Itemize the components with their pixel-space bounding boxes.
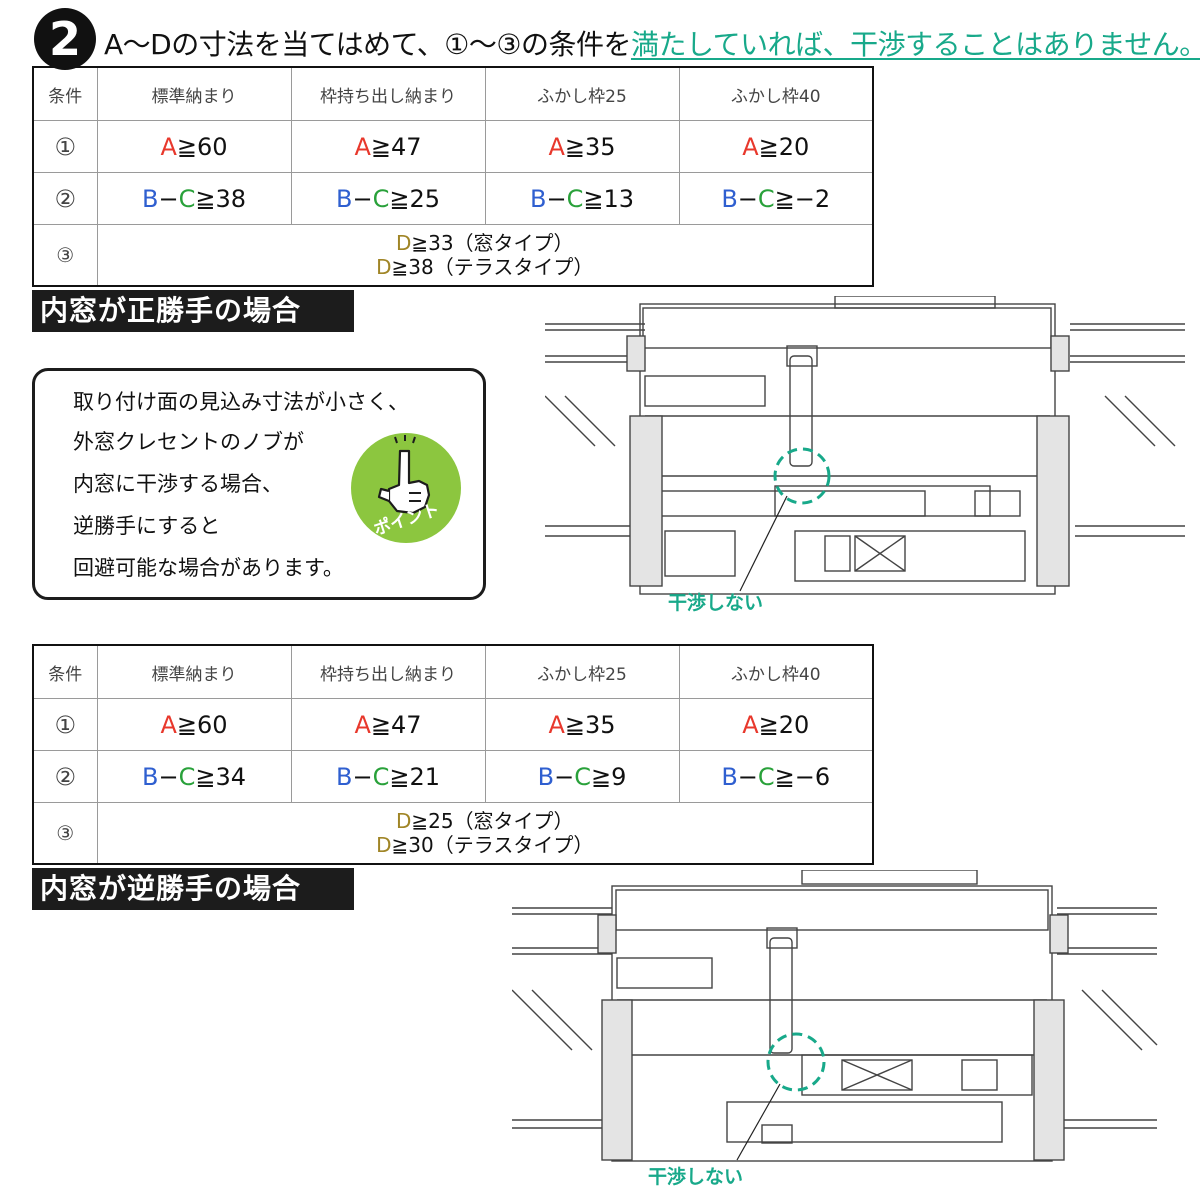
- condition-cell: A≧60: [96, 698, 292, 751]
- row-label: ①: [32, 120, 98, 173]
- header-cell: ふかし枠25: [484, 644, 680, 699]
- condition-cell: A≧47: [290, 698, 486, 751]
- headline-highlight: 満たしていれば、干渉することはありません。: [630, 28, 1200, 61]
- condition-cell: A≧20: [678, 698, 874, 751]
- header-cell: 標準納まり: [96, 66, 292, 121]
- row-label: ②: [32, 172, 98, 225]
- condition-cell: B−C≧34: [96, 750, 292, 803]
- condition-cell: B−C≧13: [484, 172, 680, 225]
- section-diagram-reverse: [512, 870, 1158, 1162]
- header-cell: 枠持ち出し納まり: [290, 644, 486, 699]
- step-number-circle: 2: [34, 8, 96, 70]
- no-interference-marker: [766, 1032, 826, 1092]
- headline-prefix: A〜Dの寸法を当てはめて、①〜③の条件を: [104, 28, 631, 61]
- header-cell: 枠持ち出し納まり: [290, 66, 486, 121]
- table-header-row: 条件 標準納まり 枠持ち出し納まり ふかし枠25 ふかし枠40: [32, 66, 874, 121]
- header-cell: ふかし枠40: [678, 644, 874, 699]
- condition-cell: B−C≧−2: [678, 172, 874, 225]
- header-cell: ふかし枠40: [678, 66, 874, 121]
- point-text: 回避可能な場合があります。: [73, 556, 344, 580]
- condition-cell-d: D≧25（窓タイプ）D≧30（テラスタイプ）: [96, 802, 874, 865]
- condition-cell: B−C≧25: [290, 172, 486, 225]
- condition-cell-d: D≧33（窓タイプ）D≧38（テラスタイプ）: [96, 224, 874, 287]
- headline: A〜Dの寸法を当てはめて、①〜③の条件を満たしていれば、干渉することはありません…: [104, 26, 1200, 64]
- point-text: 外窓クレセントのノブが: [73, 430, 304, 454]
- condition-cell: B−C≧9: [484, 750, 680, 803]
- no-interference-label: 干渉しない: [648, 1166, 744, 1188]
- header-cell: 条件: [32, 66, 98, 121]
- header-cell: ふかし枠25: [484, 66, 680, 121]
- condition-cell: A≧20: [678, 120, 874, 173]
- condition-cell: B−C≧−6: [678, 750, 874, 803]
- condition-cell: A≧35: [484, 120, 680, 173]
- condition-table-1: 条件 標準納まり 枠持ち出し納まり ふかし枠25 ふかし枠40 ① A≧60 A…: [32, 66, 874, 287]
- section-title-normal: 内窓が正勝手の場合: [32, 290, 354, 332]
- header-cell: 標準納まり: [96, 644, 292, 699]
- table-row: ① A≧60 A≧47 A≧35 A≧20: [32, 120, 874, 173]
- condition-cell: A≧35: [484, 698, 680, 751]
- row-label: ③: [32, 802, 98, 865]
- no-interference-marker: [773, 447, 831, 505]
- table-row: ② B−C≧34 B−C≧21 B−C≧9 B−C≧−6: [32, 750, 874, 803]
- point-text: 取り付け面の見込み寸法が小さく、: [73, 390, 409, 414]
- condition-table-2: 条件 標準納まり 枠持ち出し納まり ふかし枠25 ふかし枠40 ① A≧60 A…: [32, 644, 874, 865]
- point-callout: 取り付け面の見込み寸法が小さく、 外窓クレセントのノブが 内窓に干渉する場合、 …: [32, 368, 486, 600]
- section-diagram-normal: [545, 296, 1185, 595]
- condition-cell: A≧60: [96, 120, 292, 173]
- table-header-row: 条件 標準納まり 枠持ち出し納まり ふかし枠25 ふかし枠40: [32, 644, 874, 699]
- point-text: 内窓に干渉する場合、: [73, 472, 283, 496]
- row-label: ③: [32, 224, 98, 287]
- table-row: ③ D≧25（窓タイプ）D≧30（テラスタイプ）: [32, 802, 874, 865]
- pointing-hand-icon: [377, 435, 431, 515]
- section-title-reverse: 内窓が逆勝手の場合: [32, 868, 354, 910]
- condition-cell: A≧47: [290, 120, 486, 173]
- header-cell: 条件: [32, 644, 98, 699]
- condition-cell: B−C≧21: [290, 750, 486, 803]
- no-interference-label: 干渉しない: [668, 592, 764, 614]
- row-label: ①: [32, 698, 98, 751]
- condition-cell: B−C≧38: [96, 172, 292, 225]
- point-badge: ポイント: [351, 433, 461, 543]
- table-row: ② B−C≧38 B−C≧25 B−C≧13 B−C≧−2: [32, 172, 874, 225]
- point-text: 逆勝手にすると: [73, 514, 221, 538]
- table-row: ③ D≧33（窓タイプ）D≧38（テラスタイプ）: [32, 224, 874, 287]
- row-label: ②: [32, 750, 98, 803]
- table-row: ① A≧60 A≧47 A≧35 A≧20: [32, 698, 874, 751]
